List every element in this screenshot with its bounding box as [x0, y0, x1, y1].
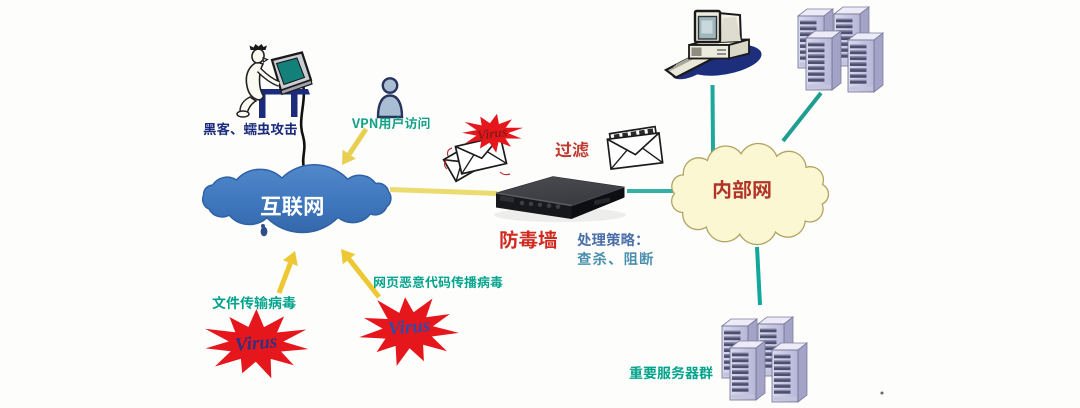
svg-text:Virus: Virus	[476, 124, 508, 143]
svg-text:Virus: Virus	[387, 315, 431, 340]
svg-text:Virus: Virus	[234, 331, 278, 356]
